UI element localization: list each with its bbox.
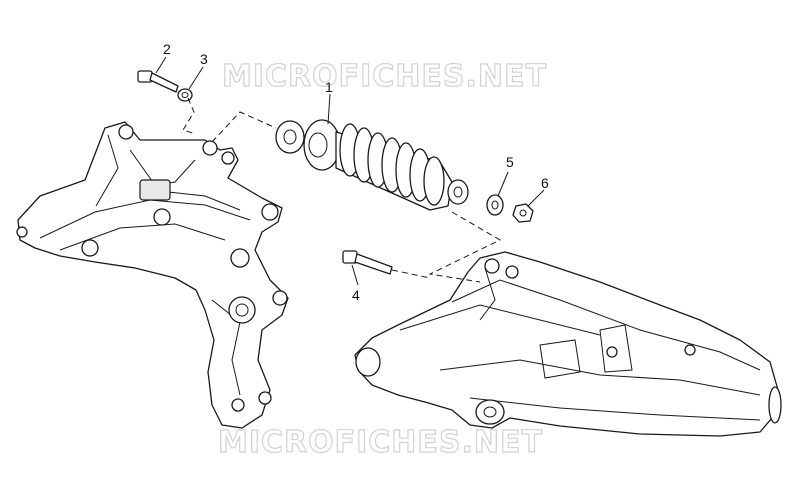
frame-bracket <box>16 121 289 429</box>
shock-absorber-part-1 <box>275 119 469 211</box>
screw-part-4 <box>342 250 393 275</box>
callout-1: 1 <box>325 79 333 95</box>
leader-line-5 <box>497 171 509 197</box>
nut-part-6 <box>512 203 534 223</box>
leader-line-6 <box>527 189 545 207</box>
assembly-line-shock-top <box>211 111 277 143</box>
swingarm <box>354 251 782 437</box>
leader-line-4 <box>351 264 359 286</box>
assembly-line-shock-bottom <box>428 211 502 283</box>
callout-2: 2 <box>163 41 171 57</box>
assembly-line-upper-left <box>182 97 197 135</box>
callout-5: 5 <box>506 154 514 170</box>
leader-line-3 <box>188 66 204 90</box>
bushing-part-5 <box>486 194 504 216</box>
watermark-bottom: MICROFICHES.NET <box>218 425 543 460</box>
leader-line-1 <box>327 93 331 125</box>
callout-4: 4 <box>352 287 360 303</box>
watermark-top: MICROFICHES.NET <box>222 59 547 94</box>
washer-part-3 <box>177 88 193 102</box>
assembly-line-screw-4 <box>391 269 431 279</box>
callout-6: 6 <box>541 175 549 191</box>
leader-line-2 <box>155 56 167 74</box>
screw-part-2 <box>137 70 179 93</box>
callout-3: 3 <box>200 51 208 67</box>
